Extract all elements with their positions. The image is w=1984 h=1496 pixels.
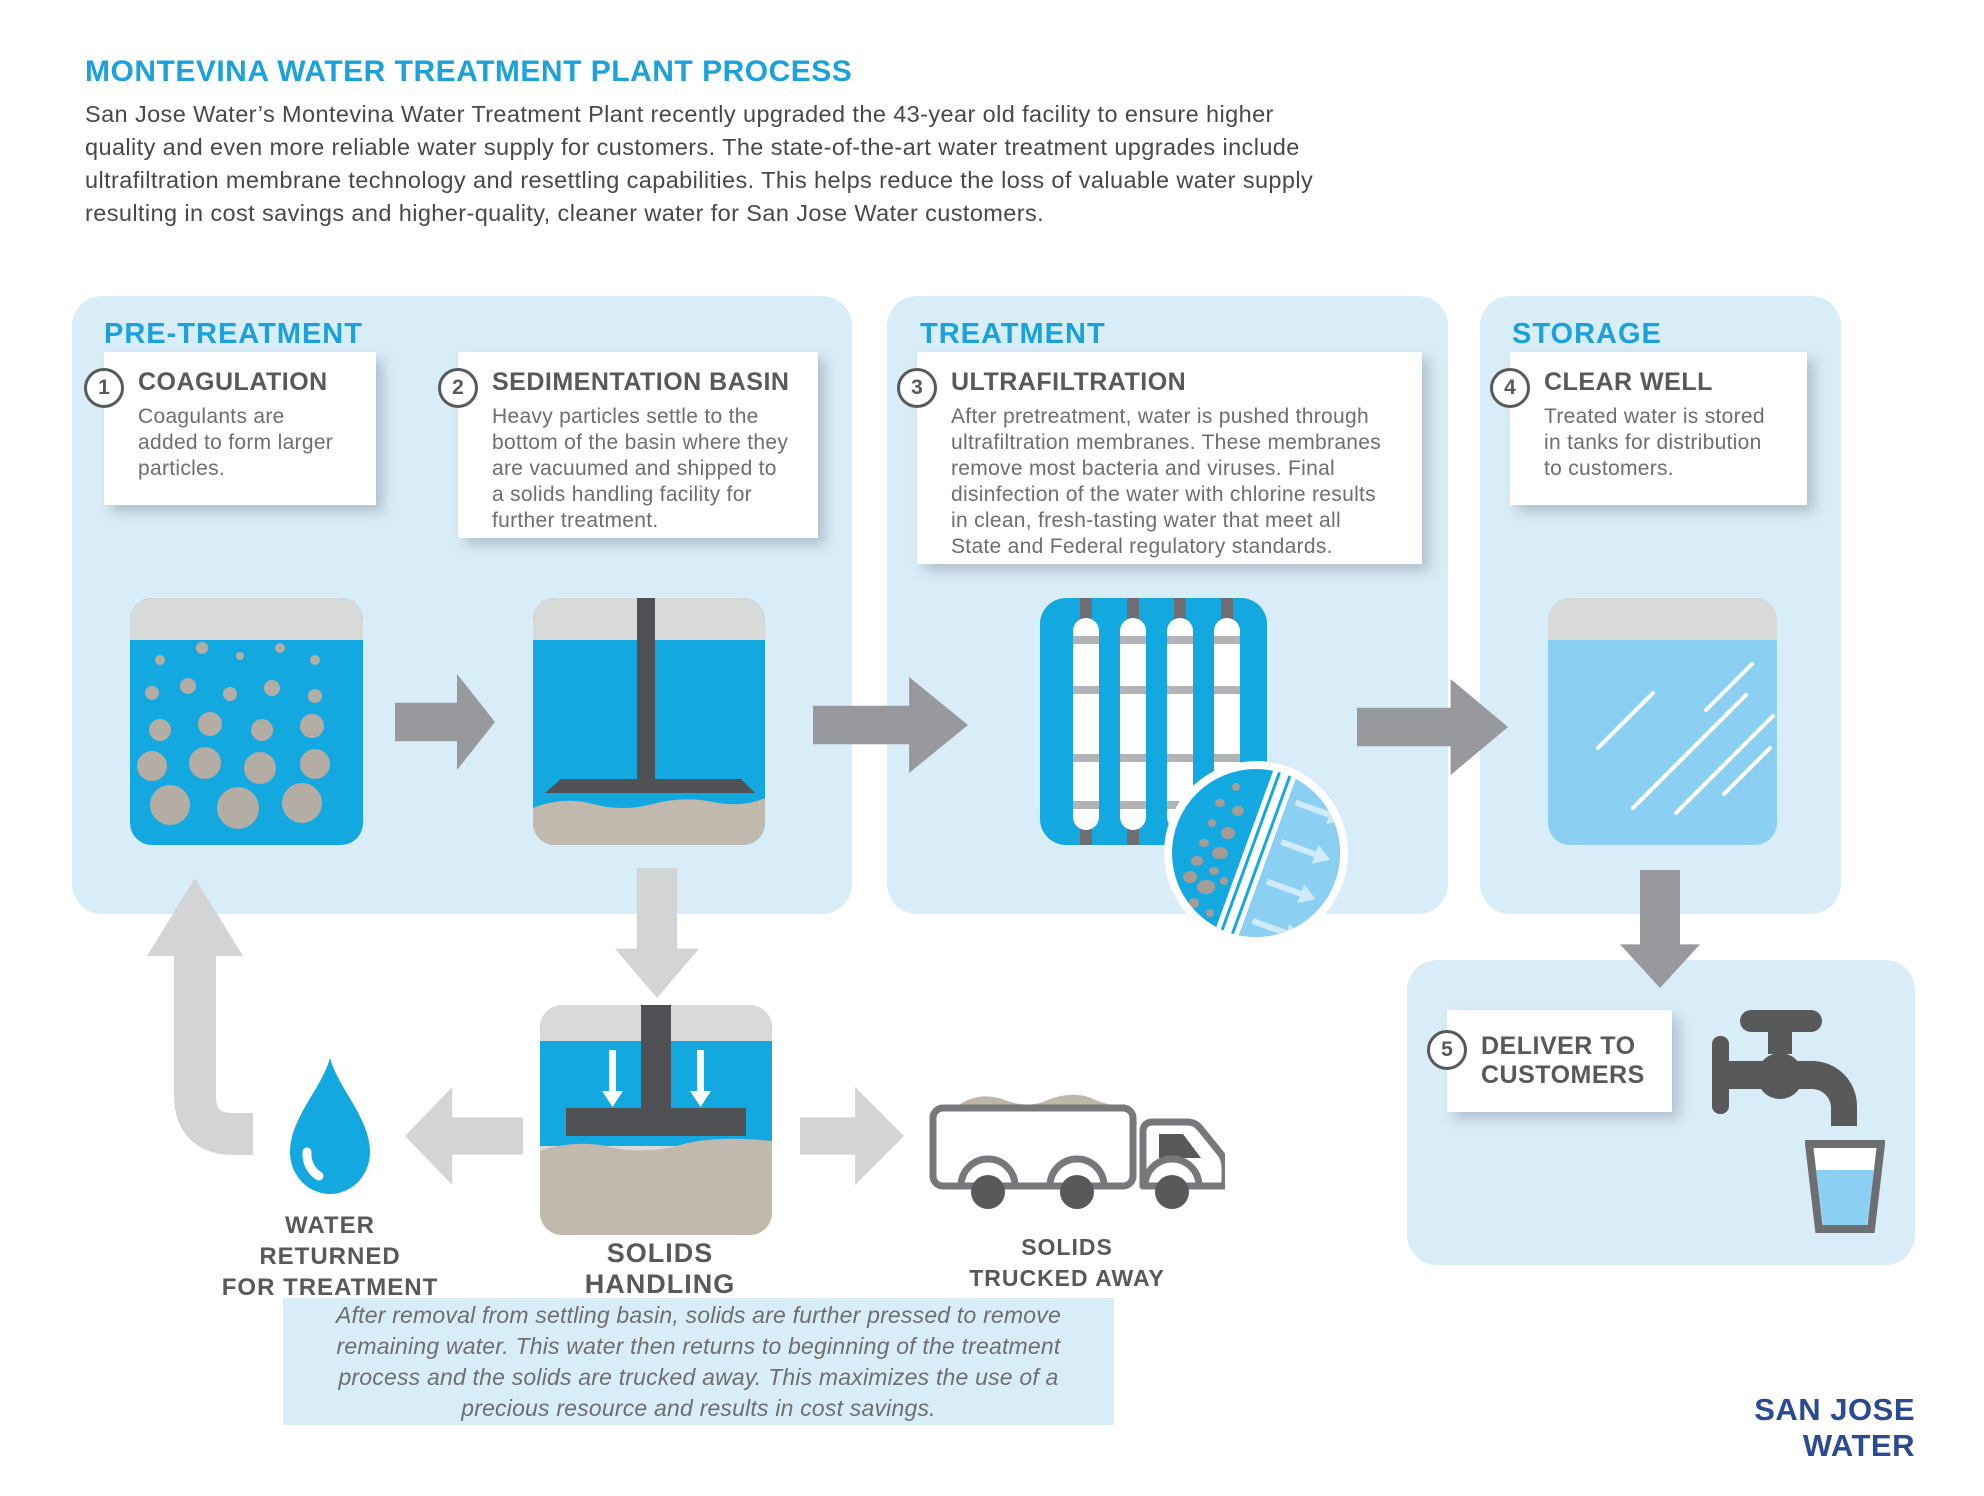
card-title-clear-well: CLEAR WELL xyxy=(1544,368,1713,396)
step-number-2: 2 xyxy=(438,368,478,408)
card-coagulation: 1 COAGULATION Coagulants are added to fo… xyxy=(84,352,376,505)
card-body-sedimentation: Heavy particles settle to the bottom of … xyxy=(492,405,789,532)
solids-truck-icon xyxy=(925,1080,1229,1220)
card-body-ultrafiltration: After pretreatment, water is pushed thro… xyxy=(951,405,1382,558)
step-number-5: 5 xyxy=(1427,1030,1467,1070)
page-title: MONTEVINA WATER TREATMENT PLANT PROCESS xyxy=(85,55,853,88)
water-returned-line2: RETURNED xyxy=(259,1243,401,1270)
step-number-1: 1 xyxy=(84,368,124,408)
section-header-treatment: TREATMENT xyxy=(920,318,1106,350)
card-clear-well: 4 CLEAR WELL Treated water is stored in … xyxy=(1490,352,1807,505)
card-title-deliver-line2: CUSTOMERS xyxy=(1481,1061,1645,1089)
card-ultrafiltration: 3 ULTRAFILTRATION After pretreatment, wa… xyxy=(897,352,1422,564)
water-droplet-icon xyxy=(285,1056,375,1196)
water-returned-label: WATER RETURNED FOR TREATMENT xyxy=(210,1210,450,1303)
step-number-4: 4 xyxy=(1490,368,1530,408)
section-header-storage: STORAGE xyxy=(1512,318,1662,350)
return-elbow-arrow-icon xyxy=(140,870,320,1170)
coagulation-tank-icon xyxy=(130,598,363,845)
flow-arrow-solids-to-truck-icon xyxy=(800,1087,904,1185)
card-sedimentation: 2 SEDIMENTATION BASIN Heavy particles se… xyxy=(438,352,818,538)
solids-note-text: After removal from settling basin, solid… xyxy=(336,1301,1061,1421)
card-title-deliver-line1: DELIVER TO xyxy=(1481,1032,1636,1060)
card-title-ultrafiltration: ULTRAFILTRATION xyxy=(951,368,1187,396)
card-title-sedimentation: SEDIMENTATION BASIN xyxy=(492,368,790,396)
card-body-coagulation: Coagulants are added to form larger part… xyxy=(138,405,334,480)
intro-paragraph: San Jose Water’s Montevina Water Treatme… xyxy=(85,101,1314,226)
solids-trucked-label: SOLIDS TRUCKED AWAY xyxy=(937,1232,1197,1294)
solids-handling-tank-icon xyxy=(540,1005,772,1235)
sedimentation-tank-icon xyxy=(533,598,765,845)
flow-arrow-solids-to-droplet-icon xyxy=(405,1087,523,1185)
card-body-clear-well: Treated water is stored in tanks for dis… xyxy=(1544,405,1765,480)
san-jose-water-logo: SAN JOSE WATER xyxy=(1754,1392,1915,1463)
solids-note-box: After removal from settling basin, solid… xyxy=(283,1298,1114,1425)
water-returned-line1: WATER xyxy=(285,1212,375,1239)
card-title-coagulation: COAGULATION xyxy=(138,368,328,396)
solids-trucked-line2: TRUCKED AWAY xyxy=(969,1265,1165,1291)
solids-handling-label: SOLIDS HANDLING xyxy=(584,1238,736,1299)
step-number-3: 3 xyxy=(897,368,937,408)
water-returned-line3: FOR TREATMENT xyxy=(221,1274,439,1301)
membrane-detail-icon xyxy=(1164,761,1348,945)
clear-well-tank-icon xyxy=(1548,598,1777,845)
section-header-pretreatment: PRE-TREATMENT xyxy=(104,318,363,350)
water-glass-icon xyxy=(1804,1140,1886,1233)
card-deliver: 5 DELIVER TO CUSTOMERS xyxy=(1427,1010,1672,1112)
solids-trucked-line1: SOLIDS xyxy=(1021,1234,1113,1260)
faucet-icon xyxy=(1712,1008,1862,1126)
